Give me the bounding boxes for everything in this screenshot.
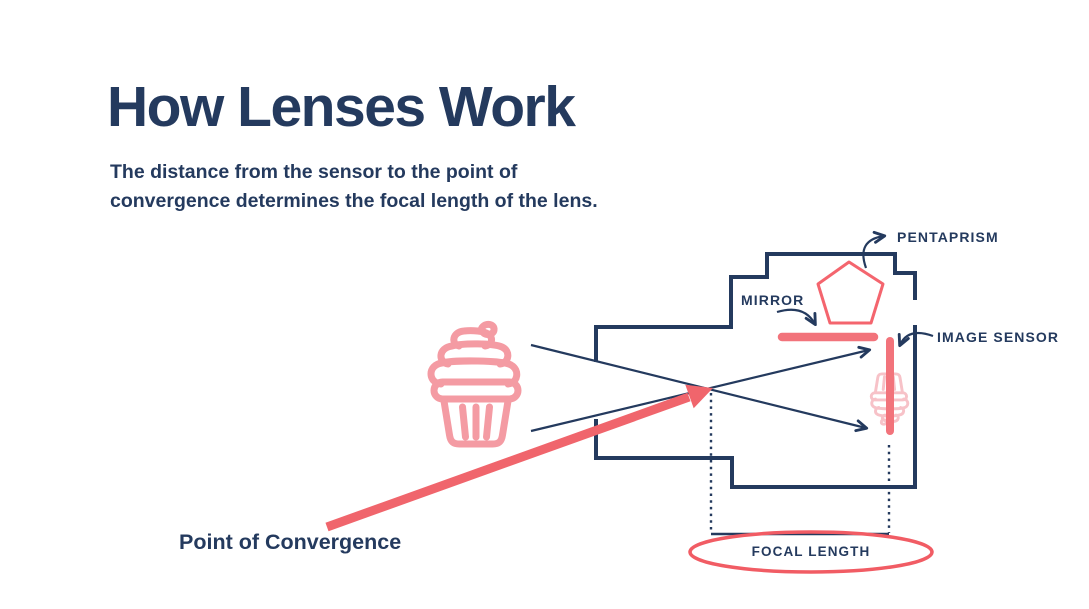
pentaprism-label: PENTAPRISM bbox=[897, 229, 999, 245]
point-of-convergence-label: Point of Convergence bbox=[179, 530, 402, 554]
subtitle-line-2: convergence determines the focal length … bbox=[110, 190, 598, 212]
mirror-label: MIRROR bbox=[741, 292, 805, 308]
subtitle-line-1: The distance from the sensor to the poin… bbox=[110, 161, 518, 183]
focal-length-label: FOCAL LENGTH bbox=[751, 544, 871, 559]
image-sensor-label: IMAGE SENSOR bbox=[937, 329, 1060, 345]
pentagon-outline-icon bbox=[816, 260, 885, 325]
cupcake-icon bbox=[431, 324, 518, 444]
page-subtitle: The distance from the sensor to the poin… bbox=[110, 158, 598, 216]
pentaprism-leader-arrow bbox=[862, 230, 887, 269]
image-sensor-leader-arrow bbox=[897, 331, 934, 348]
page-title: How Lenses Work bbox=[107, 75, 576, 139]
mirror-leader-arrow bbox=[776, 308, 817, 327]
coral-arrow bbox=[325, 384, 713, 532]
focal-length-ellipse bbox=[688, 530, 934, 574]
camera-body-outline bbox=[594, 252, 917, 489]
